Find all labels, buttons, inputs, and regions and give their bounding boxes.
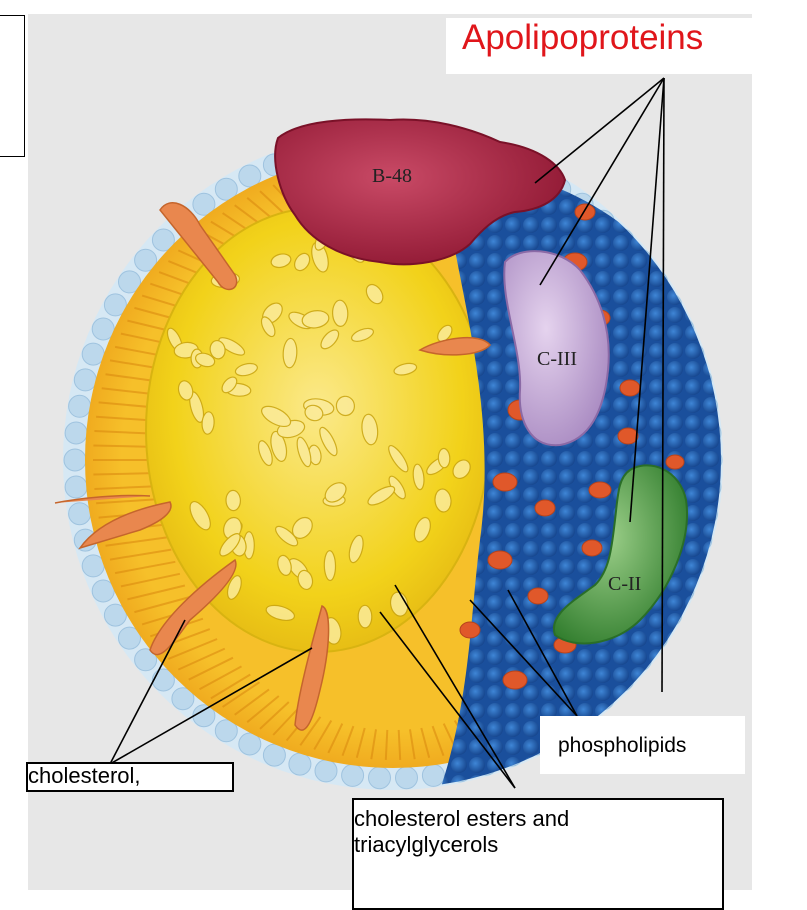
c3-label: C-III [537, 348, 577, 371]
core-lipid [332, 300, 348, 327]
phospholipid-head [65, 422, 87, 444]
protein-surface [440, 175, 744, 791]
diagram-title: Apolipoproteins [462, 18, 703, 58]
cholesterol-label: cholesterol, [28, 763, 141, 789]
phospholipid-head [82, 343, 104, 365]
phospholipid-head [263, 744, 285, 766]
core-lipid [226, 490, 241, 511]
phospholipids-label: phospholipids [558, 733, 686, 758]
phospholipid-head [396, 767, 418, 789]
c2-label: C-II [608, 573, 641, 596]
phospholipid-head [69, 503, 91, 525]
phospholipid-head [289, 753, 311, 775]
phospholipid-head [82, 555, 104, 577]
phospholipid-head [315, 760, 337, 782]
core-lipid [438, 448, 450, 468]
b48-label: B-48 [372, 165, 412, 188]
core-label: cholesterol esters and triacylglycerols [354, 806, 694, 859]
lipid-core [146, 208, 490, 652]
phospholipid-head [342, 764, 364, 786]
phospholipid-head [64, 449, 86, 471]
core-lipid [358, 605, 372, 628]
phospholipid-head [422, 764, 444, 786]
core-lipid [324, 551, 336, 581]
phospholipid-head [369, 767, 391, 789]
phospholipid-head [65, 476, 87, 498]
phospholipid-head [69, 395, 91, 417]
phospholipid-head [74, 369, 96, 391]
